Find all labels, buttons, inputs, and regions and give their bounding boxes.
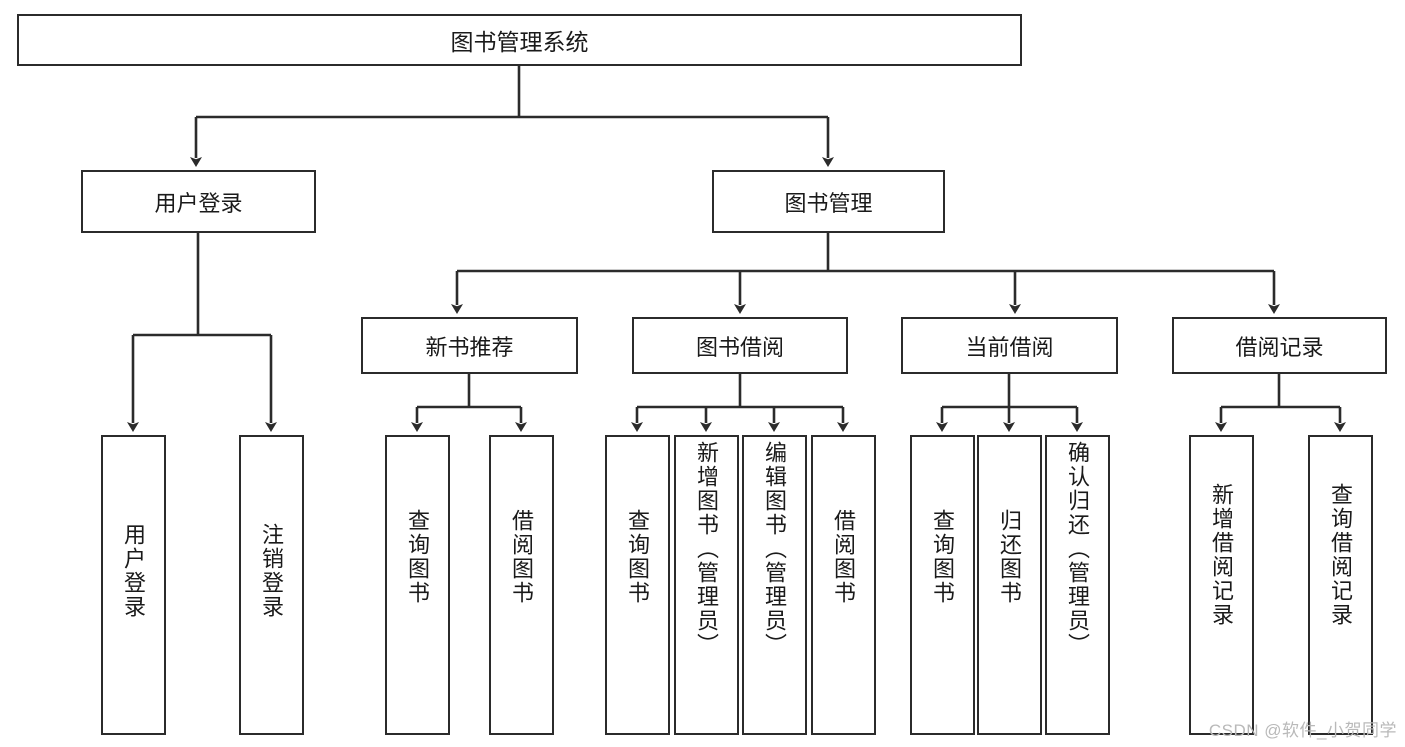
leaf-query-borrow-record[interactable]: 查询借阅记录 xyxy=(1308,435,1373,735)
leaf-recommend-borrow-book-label: 借阅图书 xyxy=(509,509,535,605)
leaf-recommend-query-book[interactable]: 查询图书 xyxy=(385,435,450,735)
leaf-recommend-borrow-book[interactable]: 借阅图书 xyxy=(489,435,554,735)
leaf-borrow-query-book[interactable]: 查询图书 xyxy=(605,435,670,735)
node-current-borrow[interactable]: 当前借阅 xyxy=(901,317,1118,374)
leaf-add-book-admin-label: 新增图书（管理员） xyxy=(694,441,720,657)
leaf-user-login-label: 用户登录 xyxy=(121,523,147,619)
node-current-borrow-label: 当前借阅 xyxy=(965,334,1054,360)
leaf-edit-book-admin-label: 编辑图书（管理员） xyxy=(762,441,788,657)
node-book-borrow[interactable]: 图书借阅 xyxy=(632,317,848,374)
leaf-return-book[interactable]: 归还图书 xyxy=(977,435,1042,735)
leaf-add-borrow-record[interactable]: 新增借阅记录 xyxy=(1189,435,1254,735)
leaf-recommend-query-book-label: 查询图书 xyxy=(405,509,431,605)
leaf-confirm-return-admin[interactable]: 确认归还（管理员） xyxy=(1045,435,1110,735)
leaf-return-book-label: 归还图书 xyxy=(997,509,1023,605)
node-new-book-recommend[interactable]: 新书推荐 xyxy=(361,317,578,374)
leaf-add-book-admin[interactable]: 新增图书（管理员） xyxy=(674,435,739,735)
node-borrow-record[interactable]: 借阅记录 xyxy=(1172,317,1387,374)
node-book-management[interactable]: 图书管理 xyxy=(712,170,945,233)
leaf-logout-label: 注销登录 xyxy=(259,523,285,619)
node-borrow-record-label: 借阅记录 xyxy=(1235,334,1324,360)
leaf-edit-book-admin[interactable]: 编辑图书（管理员） xyxy=(742,435,807,735)
node-new-book-recommend-label: 新书推荐 xyxy=(425,334,514,360)
leaf-user-login[interactable]: 用户登录 xyxy=(101,435,166,735)
csdn-watermark: CSDN @软件_小贺同学 xyxy=(1208,721,1397,740)
leaf-borrow-book-label: 借阅图书 xyxy=(831,509,857,605)
leaf-borrow-query-book-label: 查询图书 xyxy=(625,509,651,605)
node-root-label: 图书管理系统 xyxy=(450,29,589,55)
node-book-management-label: 图书管理 xyxy=(784,190,873,216)
node-user-login[interactable]: 用户登录 xyxy=(81,170,316,233)
leaf-current-query-book-label: 查询图书 xyxy=(930,509,956,605)
leaf-query-borrow-record-label: 查询借阅记录 xyxy=(1328,483,1354,627)
node-book-borrow-label: 图书借阅 xyxy=(695,334,784,360)
leaf-current-query-book[interactable]: 查询图书 xyxy=(910,435,975,735)
leaf-add-borrow-record-label: 新增借阅记录 xyxy=(1209,483,1235,627)
node-user-login-label: 用户登录 xyxy=(154,190,243,216)
leaf-borrow-book[interactable]: 借阅图书 xyxy=(811,435,876,735)
leaf-logout[interactable]: 注销登录 xyxy=(239,435,304,735)
node-root[interactable]: 图书管理系统 xyxy=(17,14,1022,66)
leaf-confirm-return-admin-label: 确认归还（管理员） xyxy=(1065,441,1091,657)
